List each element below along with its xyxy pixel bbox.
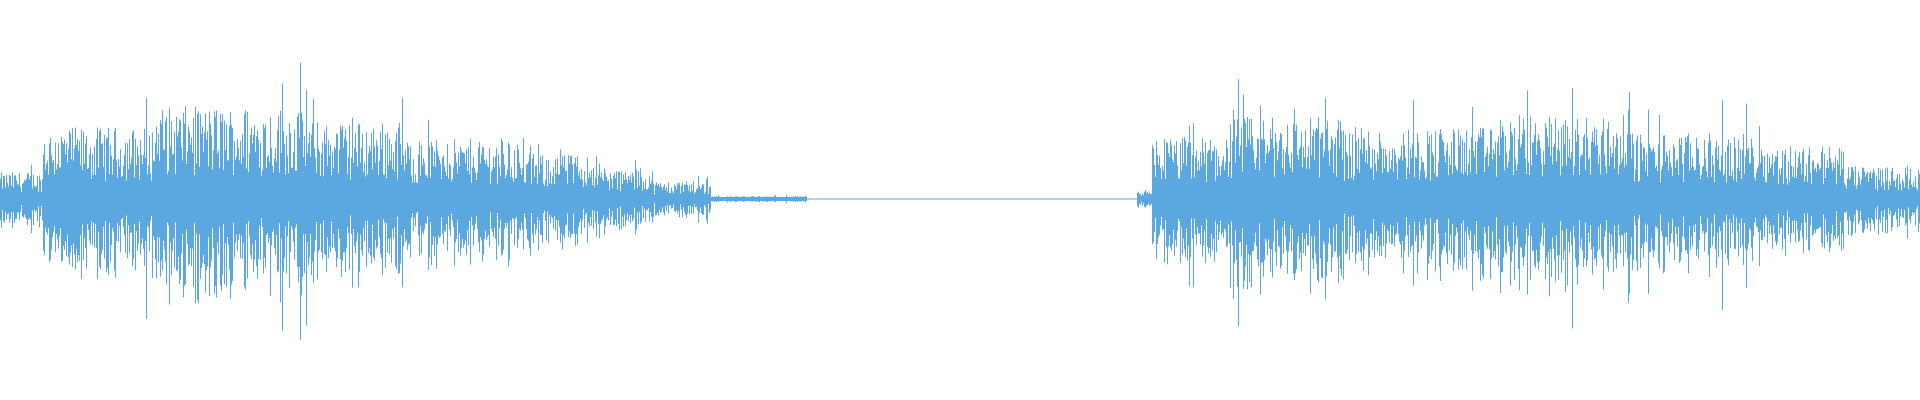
waveform-trace xyxy=(0,62,1920,341)
waveform-path xyxy=(0,62,1920,341)
